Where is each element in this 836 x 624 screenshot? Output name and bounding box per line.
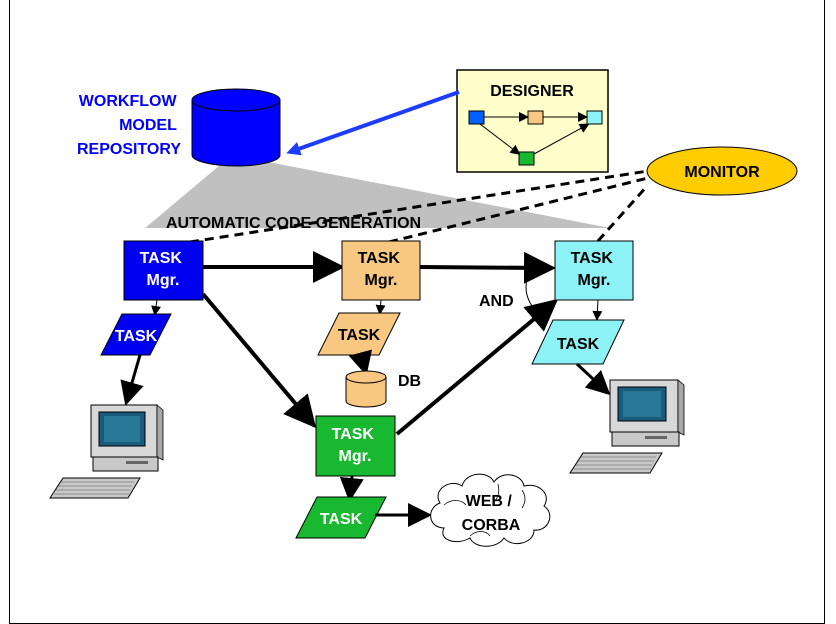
task-manager-cyan-label: TASK Mgr.	[571, 250, 618, 289]
task-manager-blue-label: TASK Mgr.	[140, 250, 187, 289]
designer-node-bottom	[518, 151, 535, 166]
task-manager-orange: TASK Mgr.	[341, 240, 421, 301]
and-join-arc	[525, 267, 533, 307]
task-cyan-label: TASK	[557, 336, 600, 353]
monitor-ellipse: MONITOR	[646, 146, 798, 196]
designer-node-end	[586, 110, 603, 125]
task-blue: TASK	[100, 313, 172, 356]
web-corba-label: WEB / CORBA	[462, 493, 521, 534]
computer-left-icon	[49, 404, 164, 499]
task-manager-blue: TASK Mgr.	[123, 240, 204, 301]
db-label: DB	[398, 373, 421, 390]
task-manager-green-label: TASK Mgr.	[332, 426, 379, 465]
task-manager-green: TASK Mgr.	[315, 415, 396, 477]
designer-node-middle	[527, 110, 544, 125]
task-orange: TASK	[317, 312, 401, 356]
task-cyan: TASK	[531, 319, 625, 365]
designer-to-repository-arrow	[286, 90, 460, 156]
web-corba-cloud: WEB / CORBA	[430, 473, 551, 547]
and-join-label: AND	[479, 293, 514, 310]
repository-label: WORKFLOW MODEL REPOSITORY	[77, 93, 181, 158]
code-generation-triangle	[145, 155, 610, 228]
db-cylinder-icon	[345, 370, 387, 408]
green-mgr-to-task-arrow	[339, 475, 364, 502]
task-green-label: TASK	[320, 511, 363, 528]
workflow-arrows	[201, 251, 559, 436]
task-green: TASK	[295, 496, 387, 539]
code-generation-label: AUTOMATIC CODE GENERATION	[166, 215, 421, 232]
task-manager-orange-label: TASK Mgr.	[358, 250, 405, 289]
designer-box: DESIGNER	[456, 69, 609, 173]
monitoring-dashed-lines	[189, 169, 650, 244]
designer-label: DESIGNER	[490, 83, 574, 100]
designer-node-start	[468, 110, 485, 125]
task-output-arrows	[120, 349, 611, 527]
monitor-label: MONITOR	[684, 164, 760, 181]
repository-database-icon	[191, 88, 281, 167]
computer-right-icon	[569, 379, 685, 474]
manager-to-task-arrows	[151, 299, 603, 321]
task-blue-label: TASK	[115, 328, 158, 345]
task-manager-cyan: TASK Mgr.	[554, 240, 634, 301]
task-orange-label: TASK	[338, 327, 381, 344]
